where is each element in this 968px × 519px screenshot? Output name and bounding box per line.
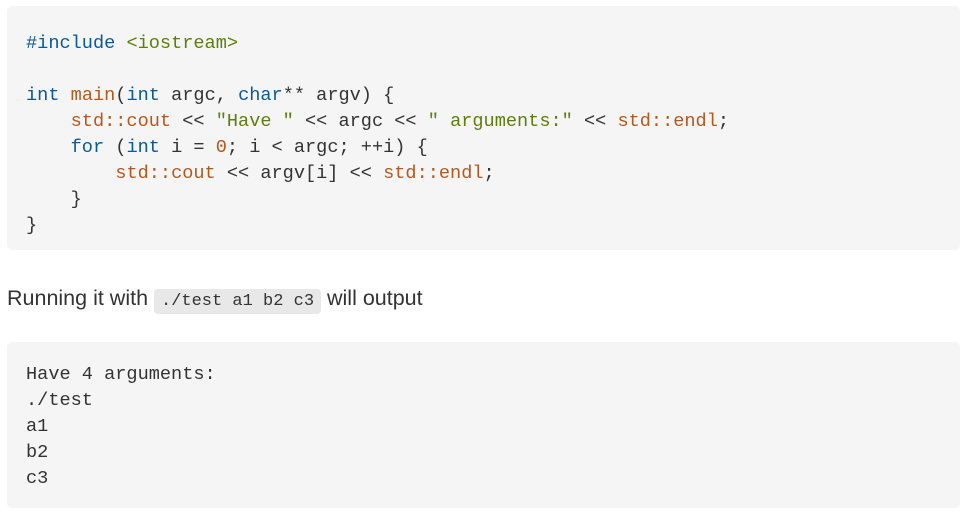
source-code-block: #include <iostream>int main(int argc, ch…	[7, 6, 960, 250]
code-text: argc,	[159, 85, 239, 106]
code-line-cout: std::cout << "Have " << argc << " argume…	[26, 109, 941, 135]
code-text: ; i < argc; ++i) {	[226, 137, 428, 158]
operator: <<	[171, 111, 216, 132]
keyword: for	[70, 137, 105, 158]
std-endl: std::endl	[617, 111, 718, 132]
operator: <<	[338, 163, 384, 184]
code-text: (	[104, 137, 127, 158]
code-text: ;	[717, 111, 730, 132]
output-line: c3	[26, 468, 49, 489]
std-cout: std::cout	[115, 163, 216, 184]
code-line-main: int main(int argc, char** argv) {	[26, 83, 941, 109]
output-line: ./test	[26, 390, 93, 411]
inline-command: ./test a1 b2 c3	[154, 289, 322, 314]
operator: <<	[572, 111, 618, 132]
std-cout: std::cout	[70, 111, 172, 132]
code-line-1: #include <iostream>	[26, 31, 941, 57]
include-directive: #include	[26, 33, 116, 54]
number-literal: 0	[215, 137, 227, 158]
code-text: argc	[338, 111, 384, 132]
keyword: int	[126, 137, 160, 158]
include-header: <iostream>	[126, 33, 239, 54]
indent	[71, 163, 116, 184]
operator: <<	[215, 163, 261, 184]
description-paragraph: Running it with ./test a1 b2 c3 will out…	[7, 284, 423, 316]
output-line: Have 4 arguments:	[26, 364, 216, 385]
indent	[26, 111, 71, 132]
keyword: char	[238, 85, 283, 106]
paragraph-text: Running it with	[7, 286, 154, 310]
code-line-blank	[26, 57, 941, 83]
output-line: a1	[26, 416, 49, 437]
operator: <<	[293, 111, 339, 132]
code-line-loop-body: std::cout << argv[i] << std::endl;	[26, 161, 941, 187]
keyword: int	[126, 85, 160, 106]
code-text: ** argv) {	[282, 85, 395, 106]
indent	[26, 137, 71, 158]
operator: <<	[383, 111, 428, 132]
code-line-close-inner: }	[26, 189, 82, 210]
output-line: b2	[26, 442, 49, 463]
std-endl: std::endl	[383, 163, 484, 184]
string-literal: "Have "	[215, 111, 294, 132]
string-literal: " arguments:"	[427, 111, 573, 132]
output-code-block: Have 4 arguments: ./test a1 b2 c3	[7, 342, 960, 508]
function-name: main	[70, 85, 116, 106]
code-text: argv[i]	[260, 163, 339, 184]
code-text: i =	[159, 137, 216, 158]
code-line-for: for (int i = 0; i < argc; ++i) {	[26, 135, 941, 161]
paragraph-text: will output	[321, 286, 423, 310]
code-line-close-outer: }	[26, 215, 38, 236]
code-text: ;	[483, 163, 495, 184]
indent	[26, 163, 71, 184]
keyword: int	[26, 85, 60, 106]
code-text: (	[115, 85, 127, 106]
